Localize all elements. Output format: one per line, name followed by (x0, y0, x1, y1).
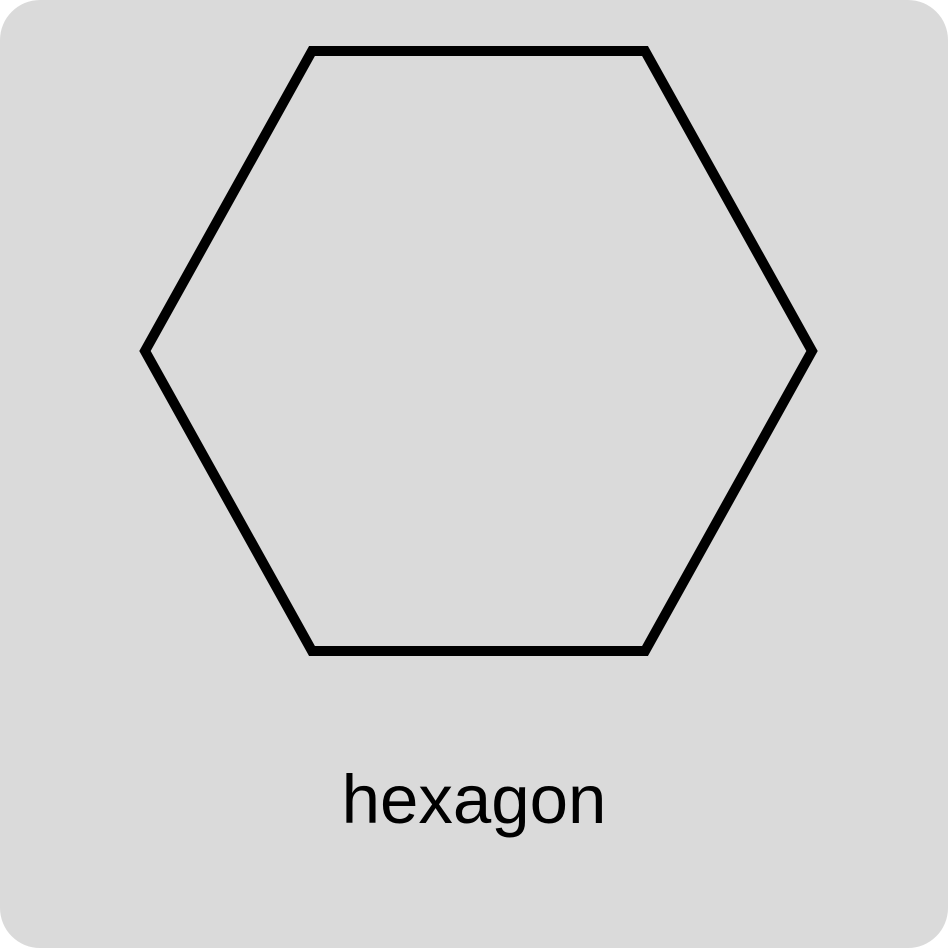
hexagon-outline (139, 46, 818, 656)
shape-caption: hexagon (341, 761, 607, 838)
